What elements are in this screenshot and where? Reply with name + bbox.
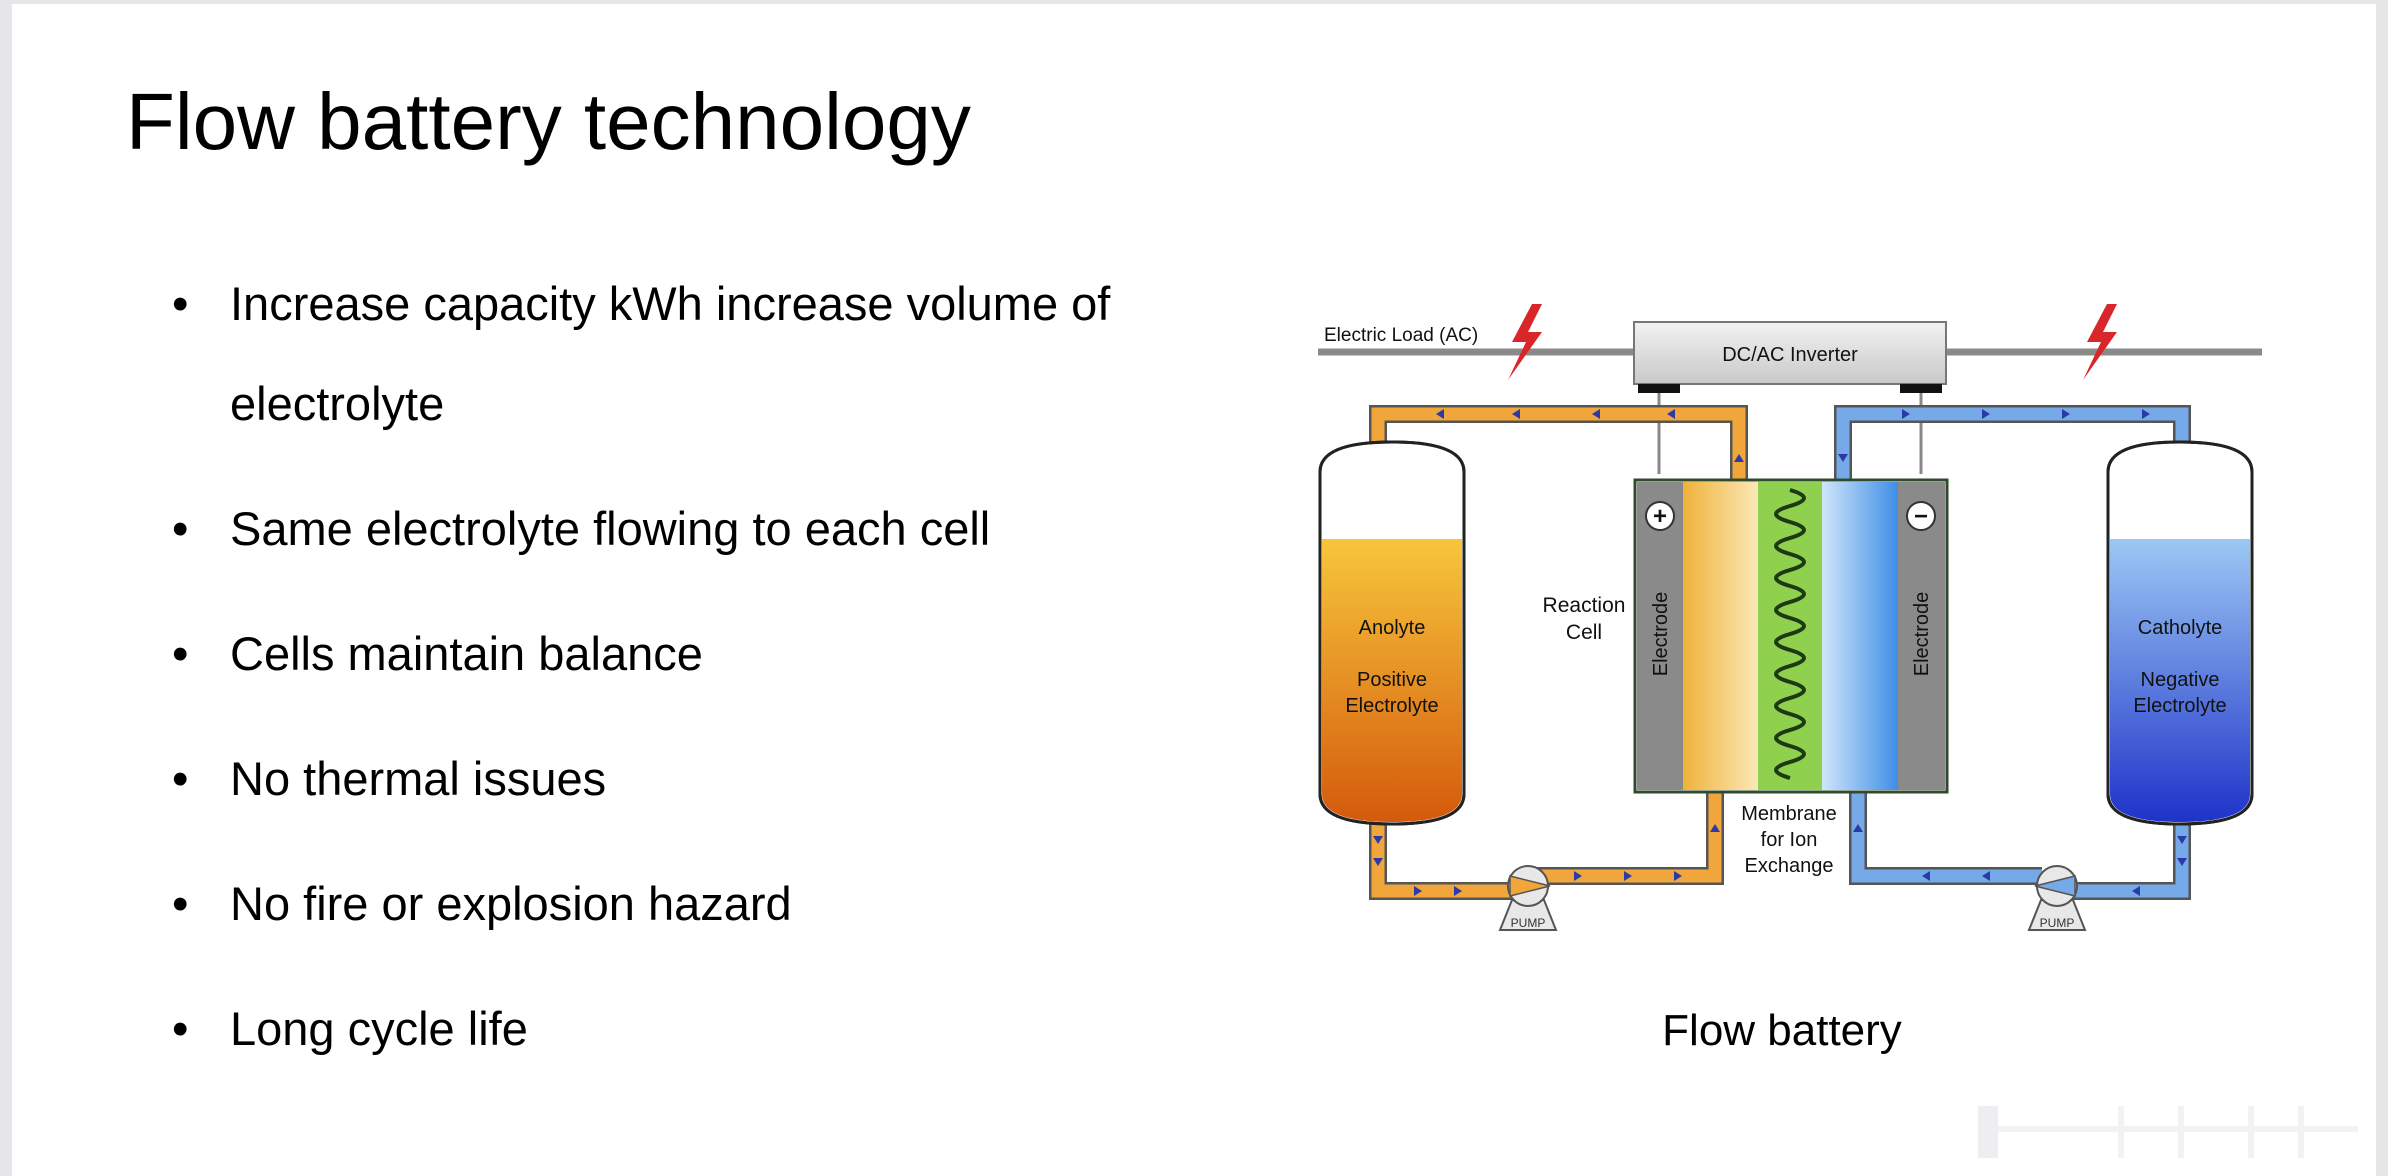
slide: Flow battery technology • Increase capaci… bbox=[12, 4, 2376, 1176]
minus-label: − bbox=[1914, 503, 1928, 530]
anolyte-tank bbox=[1318, 440, 1466, 826]
inverter-terminal-left bbox=[1638, 384, 1680, 393]
anolyte-pipes bbox=[1369, 405, 1748, 900]
membrane-label-line: Membrane bbox=[1741, 803, 1837, 825]
plus-label: + bbox=[1653, 503, 1667, 530]
pump-left-icon bbox=[1498, 865, 1558, 931]
bullet-symbol: • bbox=[172, 1002, 189, 1055]
bullet-item: • No fire or explosion hazard bbox=[172, 854, 1232, 954]
reaction-cell-label-line: Cell bbox=[1566, 621, 1602, 644]
electrode-left bbox=[1637, 482, 1683, 790]
electrode-right bbox=[1898, 482, 1945, 790]
catholyte-tank bbox=[2106, 440, 2254, 826]
membrane-label-line: Exchange bbox=[1745, 855, 1834, 877]
bullet-text: Cells maintain balance bbox=[230, 627, 703, 680]
bullet-text: No fire or explosion hazard bbox=[230, 877, 792, 930]
inverter-label: DC/AC Inverter bbox=[1722, 344, 1858, 366]
bullet-item: • No thermal issues bbox=[172, 729, 1232, 829]
catholyte-title: Catholyte bbox=[2138, 617, 2223, 639]
pump-right-label: PUMP bbox=[2040, 916, 2075, 930]
electrode-right-label: Electrode bbox=[1911, 592, 1933, 677]
bullet-text: Long cycle life bbox=[230, 1002, 528, 1055]
reaction-cell-label-line: Reaction bbox=[1543, 594, 1626, 617]
electrode-left-label: Electrode bbox=[1650, 592, 1672, 677]
inverter-terminal-right bbox=[1900, 384, 1942, 393]
flow-arrows bbox=[1373, 409, 2187, 896]
catholyte-sub-line: Negative bbox=[2141, 669, 2220, 691]
diagram-caption: Flow battery bbox=[1662, 1006, 1902, 1055]
electric-load-label: Electric Load (AC) bbox=[1324, 325, 1478, 346]
membrane-coil bbox=[1774, 488, 1806, 780]
bullet-item: • Increase capacity kWh increase volume o… bbox=[172, 254, 1232, 454]
pump-left-label: PUMP bbox=[1511, 916, 1546, 930]
anolyte-title: Anolyte bbox=[1359, 617, 1426, 639]
bullet-item: • Long cycle life bbox=[172, 979, 1232, 1079]
bullet-text: No thermal issues bbox=[230, 752, 607, 805]
bullet-symbol: • bbox=[172, 627, 189, 680]
slide-title: Flow battery technology bbox=[126, 77, 971, 166]
bullet-symbol: • bbox=[172, 877, 189, 930]
plus-icon bbox=[1645, 501, 1675, 531]
dc-ac-inverter-box bbox=[1633, 321, 1947, 385]
bullet-text: Increase capacity kWh increase volume of… bbox=[230, 277, 1111, 430]
anolyte-sub-line: Electrolyte bbox=[1345, 695, 1438, 717]
bullet-item: • Same electrolyte flowing to each cell bbox=[172, 479, 1232, 579]
bullet-symbol: • bbox=[172, 752, 189, 805]
bullet-symbol: • bbox=[172, 502, 189, 555]
bullet-item: • Cells maintain balance bbox=[172, 604, 1232, 704]
lightning-icon bbox=[1508, 304, 1542, 380]
pump-right-icon bbox=[2027, 865, 2087, 931]
minus-icon bbox=[1906, 501, 1936, 531]
bullet-text: Same electrolyte flowing to each cell bbox=[230, 502, 991, 555]
reaction-cell bbox=[1633, 478, 1949, 794]
flow-battery-diagram: Electric Load (AC) DC/AC Inverter bbox=[1318, 304, 2262, 931]
membrane-label-line: for Ion bbox=[1761, 829, 1818, 851]
catholyte-sub-line: Electrolyte bbox=[2133, 695, 2226, 717]
bullet-list: • Increase capacity kWh increase volume o… bbox=[172, 254, 1232, 1104]
lightning-icon bbox=[2083, 304, 2117, 380]
bullet-symbol: • bbox=[172, 277, 189, 330]
anolyte-sub-line: Positive bbox=[1357, 669, 1427, 691]
slide-thumbnail-strip[interactable] bbox=[1978, 1106, 2358, 1158]
